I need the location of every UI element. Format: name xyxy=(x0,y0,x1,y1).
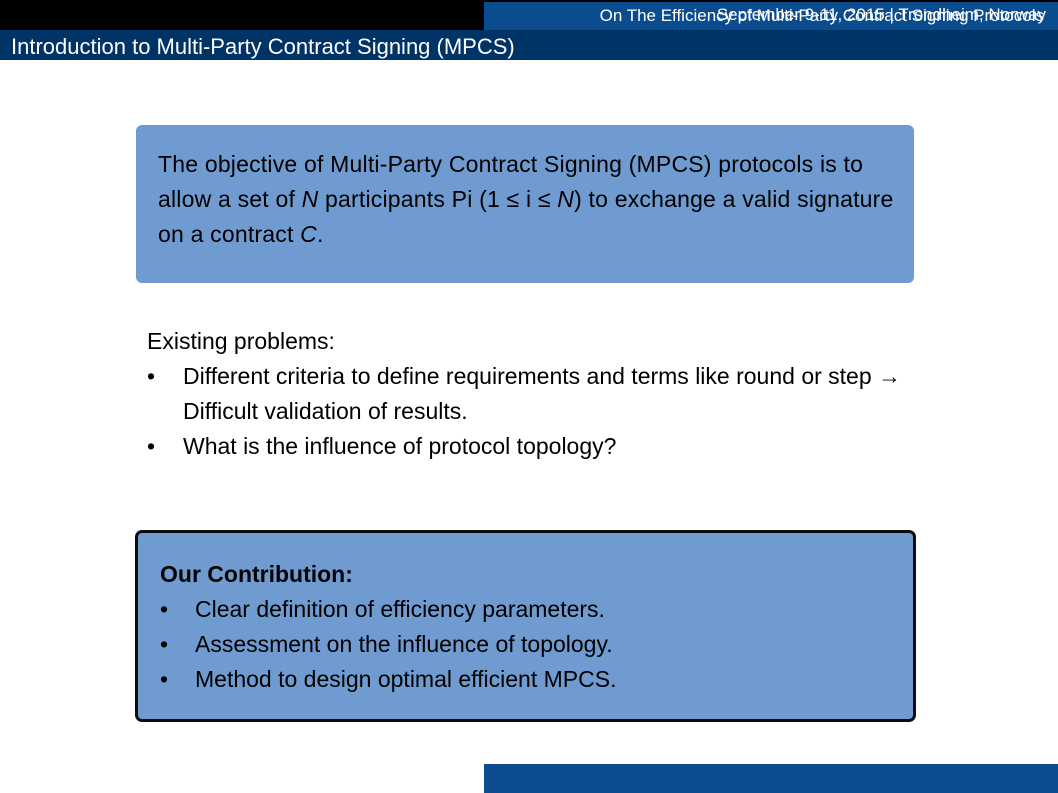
existing-problems-section: Existing problems: • Different criteria t… xyxy=(147,324,907,464)
footer-date-location: September 9-11, 2015 | Trondheim, Norway xyxy=(716,5,1046,24)
bullet-icon: • xyxy=(147,433,156,459)
slide-title: Introduction to Multi-Party Contract Sig… xyxy=(11,34,515,59)
objective-text-part: ) to exchange a valid signature on a con… xyxy=(158,186,894,247)
contribution-box: Our Contribution: • Clear definition of e… xyxy=(135,530,916,722)
objective-var-c: C xyxy=(300,221,317,247)
objective-var-n: N xyxy=(301,186,319,212)
problem-item-text: What is the influence of protocol topolo… xyxy=(183,433,617,459)
slide-title-bar xyxy=(0,30,1058,60)
contribution-item-text: Clear definition of efficiency parameter… xyxy=(195,596,605,622)
contribution-content: Our Contribution: • Clear definition of e… xyxy=(160,557,900,697)
contribution-item-text: Assessment on the influence of topology. xyxy=(195,631,613,657)
objective-text-part: . xyxy=(316,221,324,247)
objective-var-n: N xyxy=(557,186,575,212)
problems-heading: Existing problems: xyxy=(147,328,335,354)
contribution-item: • Assessment on the influence of topology… xyxy=(160,627,900,662)
contribution-item: • Clear definition of efficiency paramete… xyxy=(160,592,900,627)
bullet-icon: • xyxy=(147,363,156,389)
problem-item-text: Different criteria to define requirement… xyxy=(183,363,902,424)
bullet-icon: • xyxy=(160,596,169,622)
objective-text-part: The objective of Multi-Party Contract Si… xyxy=(158,151,864,212)
contribution-heading: Our Contribution: xyxy=(160,561,353,587)
bullet-icon: • xyxy=(160,631,169,657)
objective-text-part: participants Pi (1 ≤ i ≤ xyxy=(318,186,558,212)
problems-list: • Different criteria to define requiremen… xyxy=(147,359,907,464)
objective-box: The objective of Multi-Party Contract Si… xyxy=(136,125,914,283)
bullet-icon: • xyxy=(160,666,169,692)
contribution-list: • Clear definition of efficiency paramete… xyxy=(160,592,900,697)
contribution-item: • Method to design optimal efficient MPCS… xyxy=(160,662,900,697)
footer-bar xyxy=(484,764,1058,793)
series-title-strip xyxy=(484,2,1058,30)
problem-item: • What is the influence of protocol topol… xyxy=(147,429,907,464)
problem-item: • Different criteria to define requiremen… xyxy=(147,359,907,429)
presentation-series-title: On The Efficiency of Multi-Party Contrac… xyxy=(599,6,1044,25)
objective-text: The objective of Multi-Party Contract Si… xyxy=(158,147,898,252)
contribution-item-text: Method to design optimal efficient MPCS. xyxy=(195,666,617,692)
